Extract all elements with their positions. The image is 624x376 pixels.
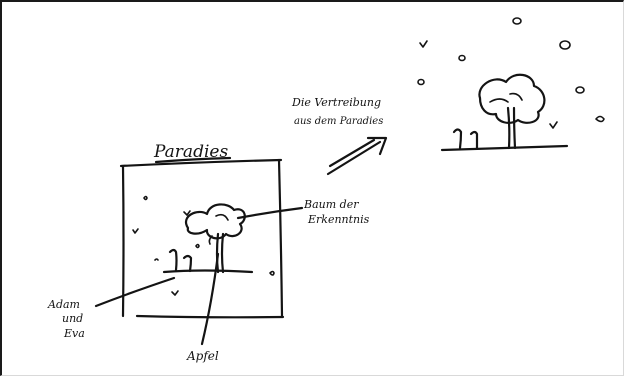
paradise-box [121, 158, 283, 317]
tree-crown [186, 204, 245, 238]
star-mark [172, 291, 178, 295]
leader-lines [96, 208, 302, 344]
expulsion-stars [418, 18, 604, 128]
eve-figure [184, 256, 191, 271]
expulsion-tree-trunk [508, 108, 515, 148]
expulsion-scene [442, 75, 567, 150]
paradise-stars [133, 197, 274, 296]
adam-figure [170, 250, 177, 270]
adam-label-line1: Adam [47, 298, 80, 311]
apple-label: Apfel [186, 349, 219, 363]
star-circle [560, 41, 570, 49]
tree-crown-detail [216, 215, 228, 220]
arrow-shaft-second [330, 140, 374, 166]
tree-leader-line [238, 208, 302, 218]
star-circle [418, 80, 424, 85]
star-mark [420, 41, 427, 47]
expelled-figure-one [454, 130, 461, 149]
star-dot [196, 245, 199, 248]
expulsion-arrow [328, 138, 386, 174]
expulsion-label-line1: Die Vertreibung [291, 96, 381, 109]
star-mark [133, 229, 138, 233]
expulsion-label-line2: aus dem Paradies [294, 116, 383, 127]
adam-leader-line [96, 278, 174, 306]
star-circle [596, 117, 604, 122]
adam-and-eve-figures [170, 250, 191, 271]
star-dot [155, 259, 158, 260]
box-left-edge [123, 166, 124, 316]
paradise-title: Paradies [153, 142, 228, 162]
adam-label-line3: Eva [63, 327, 85, 340]
tree-label-line2: Erkenntnis [307, 213, 370, 226]
expelled-figure-two [471, 132, 477, 148]
star-mark [550, 122, 557, 128]
star-circle [513, 18, 521, 24]
arrow-head [368, 138, 386, 154]
apple-leader-line [202, 254, 218, 344]
star-circle [459, 56, 465, 61]
adam-label-line2: und [62, 312, 83, 325]
expulsion-tree-detail [490, 94, 522, 102]
box-right-edge [279, 160, 282, 316]
star-dot [144, 197, 147, 200]
paradise-ground [164, 271, 252, 273]
tree-label-line1: Baum der [303, 198, 359, 211]
box-bottom-edge [137, 316, 283, 317]
star-circle [576, 87, 584, 93]
star-dot [270, 272, 274, 276]
expulsion-tree-crown [479, 75, 544, 123]
arrow-shaft [328, 142, 380, 174]
